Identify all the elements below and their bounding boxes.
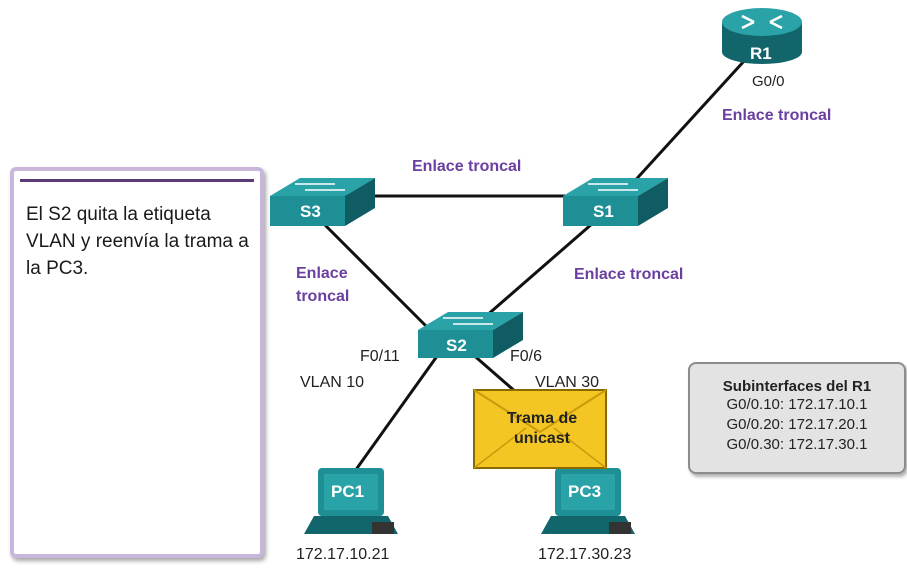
subinterface-row: G0/0.20: 172.17.20.1 bbox=[726, 416, 868, 433]
trunk-label-s3-s1: Enlace troncal bbox=[412, 158, 522, 175]
pc3-vlan-label: VLAN 30 bbox=[535, 374, 600, 391]
switch-s2-icon bbox=[418, 312, 523, 358]
frame-label: Trama de unicast bbox=[478, 409, 606, 449]
pc1-name: PC1 bbox=[331, 482, 365, 501]
frame-envelope-icon bbox=[473, 389, 607, 469]
pc1-icon bbox=[304, 468, 398, 534]
s1-name: S1 bbox=[593, 202, 614, 221]
subinterface-row: G0/0.30: 172.17.30.1 bbox=[726, 436, 868, 453]
link-s2-pc1 bbox=[348, 351, 442, 479]
pc3-icon bbox=[541, 468, 635, 534]
s3-name: S3 bbox=[300, 202, 321, 221]
switch-s1-icon bbox=[563, 178, 668, 226]
info-message: El S2 quita la etiqueta VLAN y reenvía l… bbox=[26, 204, 249, 279]
pc1-ip: 172.17.10.21 bbox=[296, 546, 390, 563]
s2-name: S2 bbox=[446, 336, 467, 355]
link-s1-s2 bbox=[469, 208, 609, 332]
pc3-ip: 172.17.30.23 bbox=[538, 546, 632, 563]
link-r1-s1 bbox=[618, 58, 747, 199]
pc3-name: PC3 bbox=[568, 482, 602, 501]
trunk-label-s1-s2: Enlace troncal bbox=[574, 266, 684, 283]
r1-name: R1 bbox=[750, 44, 772, 63]
trunk-label-r1-s1: Enlace troncal bbox=[722, 107, 832, 124]
router-r1-icon bbox=[722, 8, 802, 64]
subinterfaces-box: Subinterfaces del R1 G0/0.10: 172.17.10.… bbox=[688, 362, 906, 474]
link-s3-s2 bbox=[316, 216, 437, 337]
s2-port-f06: F0/6 bbox=[510, 348, 543, 365]
info-panel: El S2 quita la etiqueta VLAN y reenvía l… bbox=[10, 167, 264, 558]
pc1-vlan-label: VLAN 10 bbox=[300, 374, 365, 391]
frame-label-line2: unicast bbox=[513, 430, 570, 447]
switch-s3-icon bbox=[270, 178, 375, 226]
info-panel-header-bar bbox=[20, 179, 254, 182]
subinterface-row: G0/0.10: 172.17.10.1 bbox=[726, 396, 868, 413]
r1-port-label: G0/0 bbox=[752, 73, 785, 90]
subinterfaces-title: Subinterfaces del R1 bbox=[722, 378, 872, 395]
trunk-label-s3-s2-line2: troncal bbox=[296, 288, 350, 305]
trunk-label-s3-s2-line1: Enlace bbox=[296, 265, 348, 282]
s2-port-f011: F0/11 bbox=[360, 348, 400, 365]
frame-label-line1: Trama de bbox=[506, 410, 578, 427]
